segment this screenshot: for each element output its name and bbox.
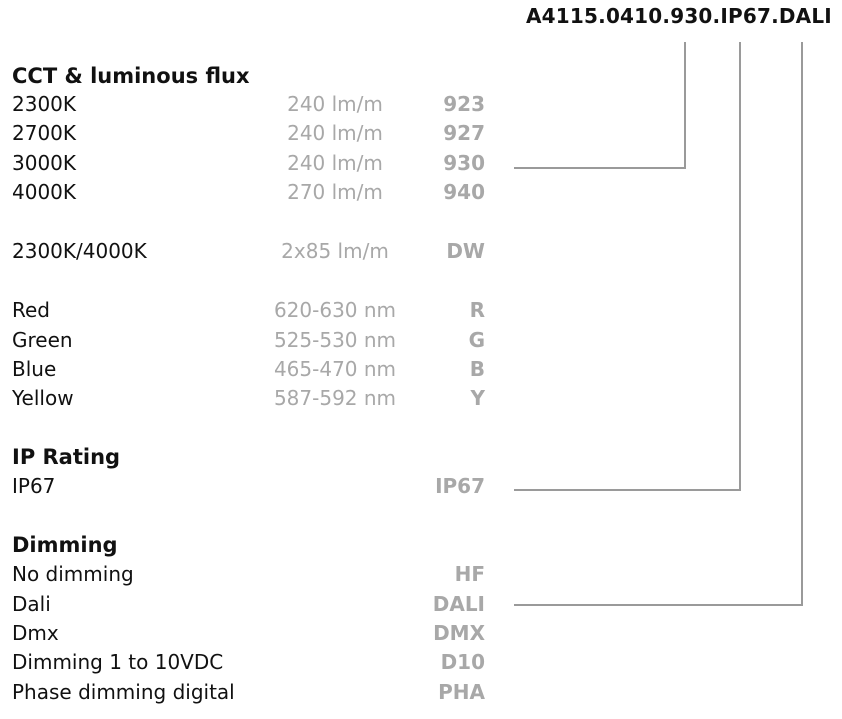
table-row: Red 620-630 nm R — [0, 298, 842, 327]
cct-flux-value: 270 lm/m — [287, 180, 383, 204]
cct-code: 927 — [443, 121, 485, 145]
wavelength-value: 525-530 nm — [273, 328, 397, 352]
ip-label: IP67 — [12, 474, 56, 498]
table-row: Blue 465-470 nm B — [0, 357, 842, 386]
wavelength-value: 620-630 nm — [273, 298, 397, 322]
cct-flux-value: 240 lm/m — [287, 151, 383, 175]
ip-rating-heading: IP Rating — [12, 445, 121, 469]
dimming-code: DALI — [432, 592, 485, 616]
dimming-label: No dimming — [12, 562, 134, 586]
color-label: Red — [12, 298, 50, 322]
dimming-code: DMX — [433, 621, 485, 645]
cct-flux-value: 240 lm/m — [287, 92, 383, 116]
cct-label: 4000K — [12, 180, 77, 204]
table-row: 2300K 240 lm/m 923 — [0, 92, 842, 121]
table-row: 2300K/4000K 2x85 lm/m DW — [0, 239, 842, 268]
color-label: Yellow — [12, 386, 74, 410]
color-code: B — [469, 357, 485, 381]
connector-dimming-line — [514, 42, 803, 606]
dimming-heading: Dimming — [12, 533, 118, 557]
table-row: Dali DALI — [0, 592, 842, 621]
table-row: IP67 IP67 — [0, 474, 842, 503]
cct-flux-value: 2x85 lm/m — [281, 239, 389, 263]
dimming-label: Dimming 1 to 10VDC — [12, 650, 224, 674]
cct-code: 940 — [443, 180, 485, 204]
cct-code: 923 — [443, 92, 485, 116]
table-row: 4000K 270 lm/m 940 — [0, 180, 842, 209]
table-row: Dimming 1 to 10VDC D10 — [0, 650, 842, 679]
table-row: Phase dimming digital PHA — [0, 680, 842, 709]
cct-code: DW — [446, 239, 485, 263]
cct-label: 2700K — [12, 121, 77, 145]
connector-cct-line — [514, 42, 686, 169]
color-label: Blue — [12, 357, 57, 381]
color-code: R — [469, 298, 485, 322]
cct-heading: CCT & luminous flux — [12, 64, 250, 88]
table-row: Green 525-530 nm G — [0, 328, 842, 357]
dimming-code: PHA — [438, 680, 485, 704]
table-row: Dmx DMX — [0, 621, 842, 650]
cct-code: 930 — [443, 151, 485, 175]
ip-code: IP67 — [435, 474, 485, 498]
connector-ip-line — [514, 42, 741, 491]
wavelength-value: 587-592 nm — [273, 386, 397, 410]
table-row: 3000K 240 lm/m 930 — [0, 151, 842, 180]
dimming-code: HF — [454, 562, 485, 586]
cct-label: 2300K — [12, 92, 77, 116]
color-code: Y — [470, 386, 485, 410]
cct-flux-value: 240 lm/m — [287, 121, 383, 145]
cct-label: 2300K/4000K — [12, 239, 147, 263]
dimming-code: D10 — [440, 650, 485, 674]
table-row: No dimming HF — [0, 562, 842, 591]
table-row: Yellow 587-592 nm Y — [0, 386, 842, 415]
dimming-label: Phase dimming digital — [12, 680, 235, 704]
color-code: G — [468, 328, 485, 352]
color-label: Green — [12, 328, 73, 352]
cct-label: 3000K — [12, 151, 77, 175]
dimming-label: Dmx — [12, 621, 59, 645]
wavelength-value: 465-470 nm — [273, 357, 397, 381]
table-row: 2700K 240 lm/m 927 — [0, 121, 842, 150]
product-code-title: A4115.0410.930.IP67.DALI — [526, 4, 832, 28]
dimming-label: Dali — [12, 592, 51, 616]
